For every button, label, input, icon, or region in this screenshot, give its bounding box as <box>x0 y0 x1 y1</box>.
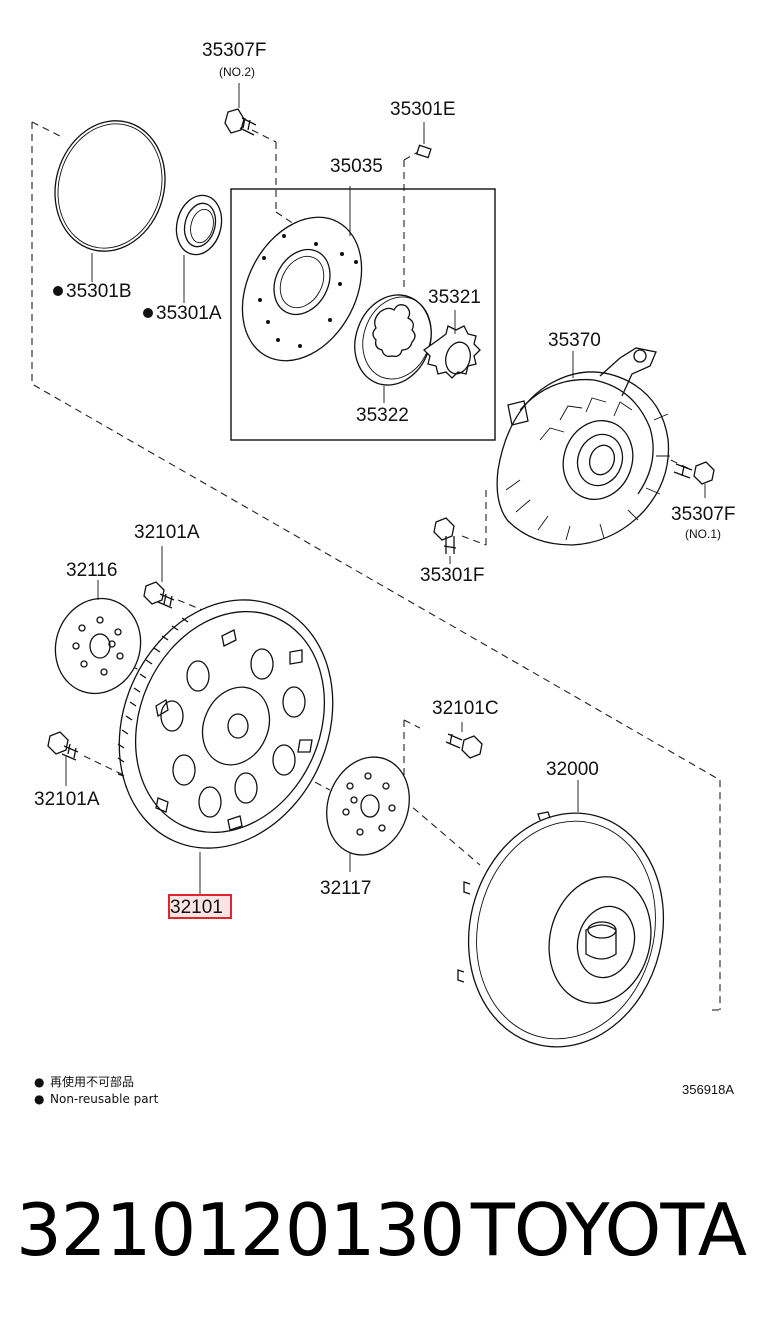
label-35322[interactable]: 35322 <box>356 405 409 426</box>
label-35307F-no2[interactable]: 35307F <box>202 40 266 61</box>
pump-assembly-box <box>230 188 496 441</box>
torque-converter-32000 <box>457 780 665 1048</box>
label-32116[interactable]: 32116 <box>66 560 117 581</box>
label-35321[interactable]: 35321 <box>428 287 481 308</box>
o-ring-35301B <box>54 120 166 282</box>
part-number-title: 3210120130 <box>16 1188 465 1272</box>
label-35370[interactable]: 35370 <box>548 330 601 351</box>
legend-bullet-en: ● <box>34 1092 44 1106</box>
bolt-35301F <box>433 517 457 564</box>
pump-plate <box>241 186 363 362</box>
pump-cover-35370 <box>496 347 670 546</box>
oil-seal-35301A <box>175 194 223 303</box>
sublabel-no2: (NO.2) <box>219 65 255 79</box>
label-35301E[interactable]: 35301E <box>390 99 456 120</box>
bolt-32101A-top <box>143 546 175 609</box>
label-32101A-top[interactable]: 32101A <box>134 522 200 543</box>
label-32101C[interactable]: 32101C <box>432 698 499 719</box>
nonreusable-dot-35301A <box>143 308 153 318</box>
label-35301B[interactable]: 35301B <box>66 281 132 302</box>
label-32117[interactable]: 32117 <box>320 878 371 899</box>
label-32101A-left[interactable]: 32101A <box>34 789 100 810</box>
plate-32117 <box>326 756 410 872</box>
legend-text-ja: 再使用不可部品 <box>50 1074 134 1089</box>
label-32101[interactable]: 32101 <box>170 897 223 918</box>
part-labels: 35307F (NO.2) 35301E 35035 35301B 35301A… <box>34 40 735 918</box>
highlight-box-32101 <box>168 894 232 919</box>
label-32000[interactable]: 32000 <box>546 759 599 780</box>
label-35301A[interactable]: 35301A <box>156 303 222 324</box>
legend-bullet-ja: ● <box>34 1075 44 1089</box>
brand-name: TOYOTA <box>470 1188 747 1272</box>
nonreusable-dot-35301B <box>53 286 63 296</box>
bolt-32101C <box>445 722 483 759</box>
label-35301F[interactable]: 35301F <box>420 565 484 586</box>
bolt-35307F-no2 <box>224 83 257 136</box>
pin-35301E <box>415 122 432 159</box>
sublabel-no1: (NO.1) <box>685 527 721 541</box>
label-35307F-no1[interactable]: 35307F <box>671 504 735 525</box>
bolt-35307F-no1 <box>673 461 715 498</box>
label-35035[interactable]: 35035 <box>330 156 383 177</box>
plate-32116 <box>54 580 142 695</box>
drive-gear-35321 <box>422 310 481 379</box>
drive-plate-32101 <box>117 599 334 894</box>
driven-gear-35322 <box>354 294 432 403</box>
legend-text-en: Non-reusable part <box>50 1092 159 1106</box>
legend: ● 再使用不可部品 ● Non-reusable part <box>34 1074 159 1106</box>
bolt-32101A-left <box>47 731 79 786</box>
diagram-reference: 356918A <box>682 1082 734 1097</box>
